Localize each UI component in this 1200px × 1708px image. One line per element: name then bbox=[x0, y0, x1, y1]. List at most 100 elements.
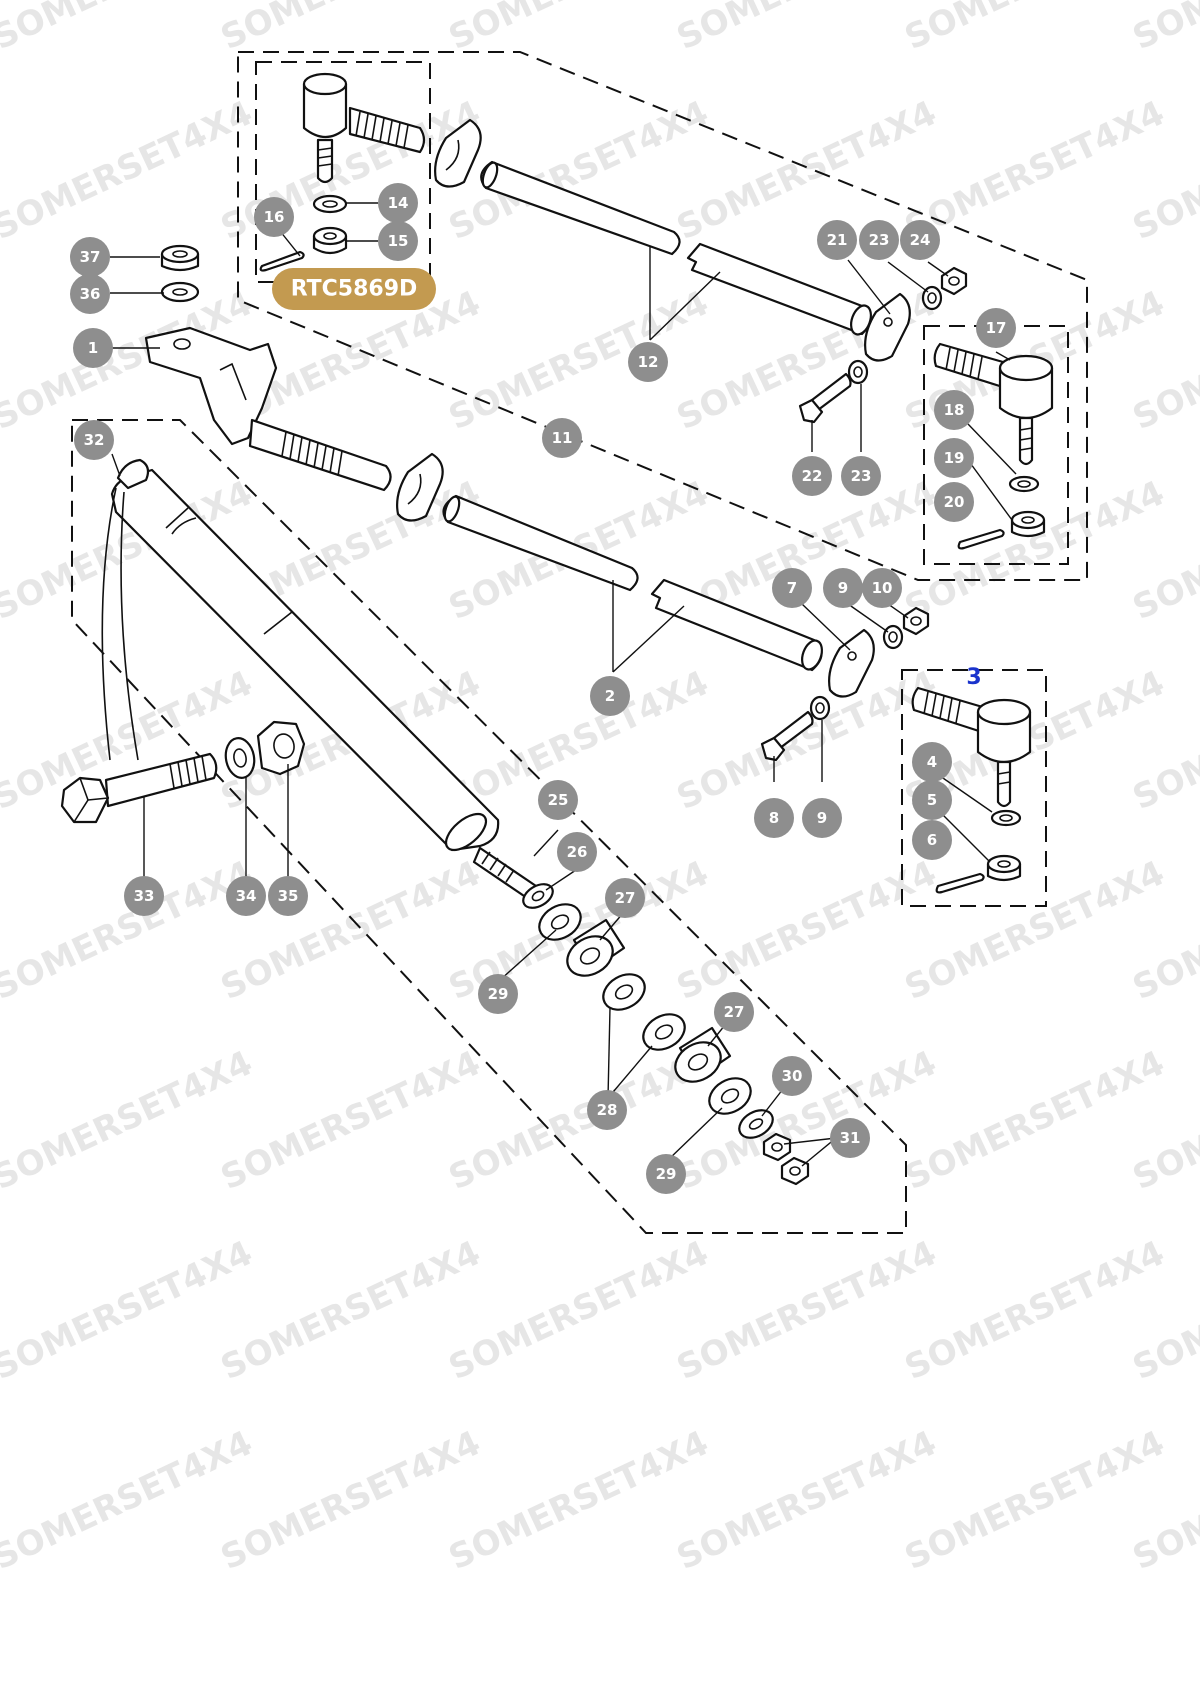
callout-28[interactable]: 28 bbox=[587, 1090, 627, 1130]
callout-16[interactable]: 16 bbox=[254, 197, 294, 237]
callout-37[interactable]: 37 bbox=[70, 237, 110, 277]
watermark-text: SOMERSET4X4 bbox=[0, 853, 259, 1008]
tie-rod-end-3 bbox=[911, 686, 1032, 808]
watermark-text: SOMERSET4X4 bbox=[443, 1423, 715, 1578]
watermark-text: SOMERSET4X4 bbox=[215, 1233, 487, 1388]
watermark-text: SOMERSET4X4 bbox=[0, 1043, 259, 1198]
callout-4[interactable]: 4 bbox=[912, 742, 952, 782]
callout-5[interactable]: 5 bbox=[912, 780, 952, 820]
callout-7[interactable]: 7 bbox=[772, 568, 812, 608]
callout-22[interactable]: 22 bbox=[792, 456, 832, 496]
cup-washer-29-upper bbox=[538, 903, 582, 941]
watermark-text: SOMERSET4X4 bbox=[0, 1423, 259, 1578]
callout-9-lower[interactable]: 9 bbox=[802, 798, 842, 838]
callout-29-lower[interactable]: 29 bbox=[646, 1154, 686, 1194]
svg-text:31: 31 bbox=[840, 1129, 861, 1147]
watermark-layer: SOMERSET4X4SOMERSET4X4SOMERSET4X4SOMERSE… bbox=[0, 0, 1200, 1578]
svg-text:8: 8 bbox=[769, 809, 779, 827]
svg-text:35: 35 bbox=[278, 887, 299, 905]
callout-29-upper[interactable]: 29 bbox=[478, 974, 518, 1014]
callout-30[interactable]: 30 bbox=[772, 1056, 812, 1096]
nut-10 bbox=[902, 606, 930, 636]
split-pin-right bbox=[957, 528, 1005, 550]
watermark-text: SOMERSET4X4 bbox=[671, 1423, 943, 1578]
watermark-text: SOMERSET4X4 bbox=[0, 93, 259, 248]
svg-text:6: 6 bbox=[927, 831, 937, 849]
callout-18[interactable]: 18 bbox=[934, 390, 974, 430]
svg-text:26: 26 bbox=[567, 843, 588, 861]
callout-12[interactable]: 12 bbox=[628, 342, 668, 382]
drag-link-tube-upper bbox=[480, 160, 872, 336]
callout-11[interactable]: 11 bbox=[542, 418, 582, 458]
svg-text:5: 5 bbox=[927, 791, 937, 809]
washer-30 bbox=[738, 1109, 774, 1139]
callout-24[interactable]: 24 bbox=[900, 220, 940, 260]
callout-33[interactable]: 33 bbox=[124, 876, 164, 916]
callout-23-lower[interactable]: 23 bbox=[841, 456, 881, 496]
bush-27-upper bbox=[566, 918, 626, 977]
tie-rod-end-17 bbox=[933, 342, 1054, 466]
watermark-text: SOMERSET4X4 bbox=[671, 93, 943, 248]
svg-text:32: 32 bbox=[84, 431, 105, 449]
callout-34[interactable]: 34 bbox=[226, 876, 266, 916]
callout-36[interactable]: 36 bbox=[70, 274, 110, 314]
clamp-7 bbox=[828, 628, 875, 698]
callout-17[interactable]: 17 bbox=[976, 308, 1016, 348]
callout-32[interactable]: 32 bbox=[74, 420, 114, 460]
watermark-text: SOMERSET4X4 bbox=[671, 1233, 943, 1388]
svg-text:4: 4 bbox=[927, 753, 937, 771]
svg-text:21: 21 bbox=[827, 231, 848, 249]
callout-1[interactable]: 1 bbox=[73, 328, 113, 368]
bolt-33 bbox=[60, 752, 218, 824]
castellated-nut-15 bbox=[312, 226, 348, 255]
watermark-text: SOMERSET4X4 bbox=[215, 1043, 487, 1198]
castellated-nut-20 bbox=[1010, 510, 1046, 538]
nuts-31 bbox=[762, 1132, 810, 1186]
svg-text:23: 23 bbox=[869, 231, 890, 249]
callout-27-lower[interactable]: 27 bbox=[714, 992, 754, 1032]
callout-23-upper[interactable]: 23 bbox=[859, 220, 899, 260]
bush-27-lower bbox=[674, 1026, 732, 1083]
callout-25[interactable]: 25 bbox=[538, 780, 578, 820]
callout-14[interactable]: 14 bbox=[378, 183, 418, 223]
watermark-text: SOMERSET4X4 bbox=[215, 1423, 487, 1578]
callout-6[interactable]: 6 bbox=[912, 820, 952, 860]
svg-text:9: 9 bbox=[817, 809, 827, 827]
drag-link-assembly-outline bbox=[237, 51, 1088, 581]
cup-washer-28-lower bbox=[642, 1013, 686, 1051]
callout-9-upper[interactable]: 9 bbox=[823, 568, 863, 608]
svg-text:33: 33 bbox=[134, 887, 155, 905]
watermark-text: SOMERSET4X4 bbox=[899, 853, 1171, 1008]
cup-washer-29-lower bbox=[708, 1077, 752, 1115]
svg-text:25: 25 bbox=[548, 791, 569, 809]
washer-19 bbox=[1008, 475, 1040, 493]
callout-10[interactable]: 10 bbox=[862, 568, 902, 608]
svg-text:10: 10 bbox=[872, 579, 893, 597]
callout-15[interactable]: 15 bbox=[378, 221, 418, 261]
callout-31[interactable]: 31 bbox=[830, 1118, 870, 1158]
callout-20[interactable]: 20 bbox=[934, 482, 974, 522]
callout-19[interactable]: 19 bbox=[934, 438, 974, 478]
nut-24 bbox=[940, 266, 968, 296]
svg-text:9: 9 bbox=[838, 579, 848, 597]
kit-badge[interactable]: RTC5869D bbox=[272, 268, 436, 310]
clamp-middle-left bbox=[396, 452, 444, 522]
callout-2[interactable]: 2 bbox=[590, 676, 630, 716]
washer-14 bbox=[312, 194, 348, 214]
callouts: 1 2 4 5 6 7 8 9 9 10 11 12 14 15 16 17 1… bbox=[70, 183, 1016, 1194]
callout-27-upper[interactable]: 27 bbox=[605, 878, 645, 918]
watermark-text: SOMERSET4X4 bbox=[0, 1233, 259, 1388]
washer-9-lower bbox=[809, 695, 831, 721]
callout-21[interactable]: 21 bbox=[817, 220, 857, 260]
watermark-text: SOMERSET4X4 bbox=[899, 1233, 1171, 1388]
callout-35[interactable]: 35 bbox=[268, 876, 308, 916]
washer-23 bbox=[847, 359, 869, 385]
callout-26[interactable]: 26 bbox=[557, 832, 597, 872]
svg-text:2: 2 bbox=[605, 687, 615, 705]
callout-8[interactable]: 8 bbox=[754, 798, 794, 838]
clamp-upper-left bbox=[434, 118, 482, 188]
svg-text:27: 27 bbox=[615, 889, 636, 907]
steering-damper-assembly-outline bbox=[71, 419, 907, 1234]
svg-text:29: 29 bbox=[656, 1165, 677, 1183]
